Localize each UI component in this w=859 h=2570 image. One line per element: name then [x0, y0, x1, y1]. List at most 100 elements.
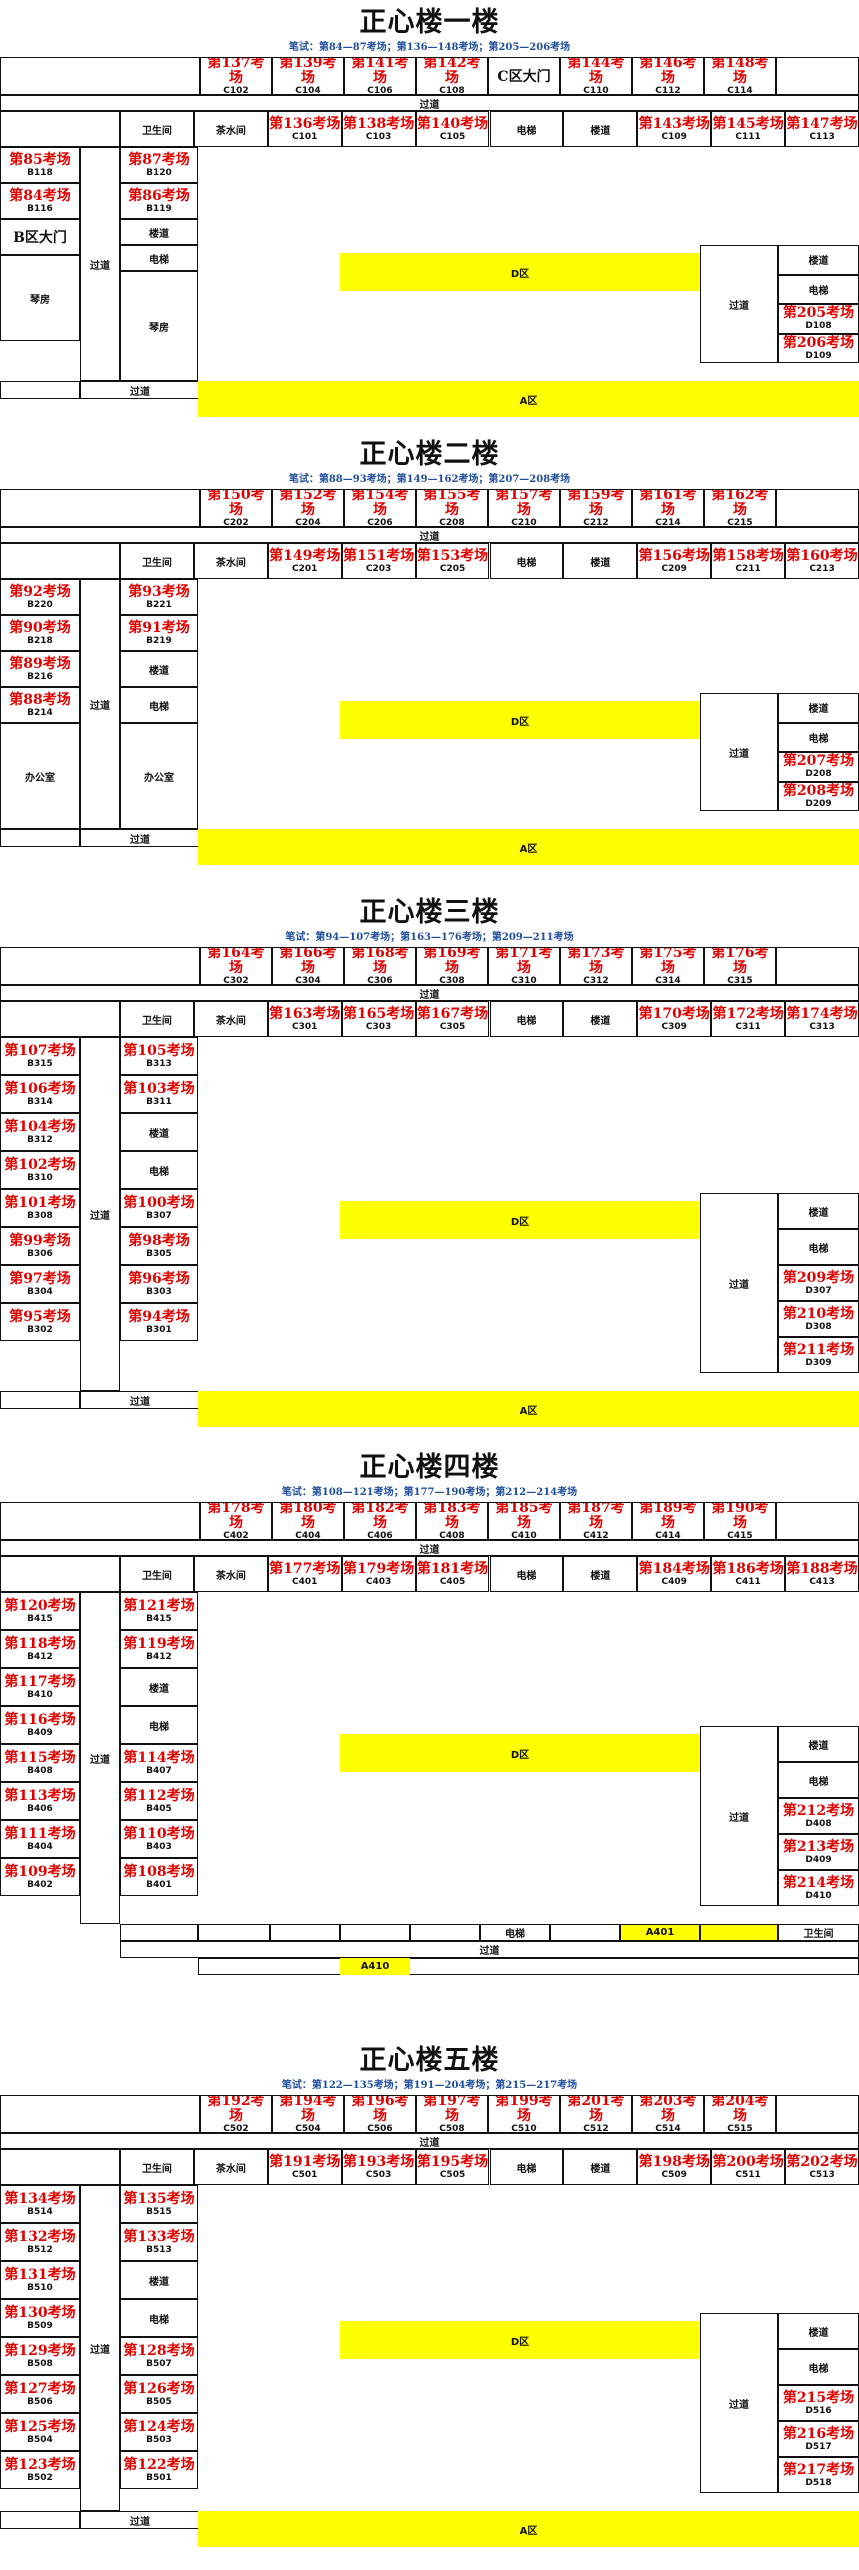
room-code: C412 — [583, 1531, 609, 1540]
room-code: C511 — [735, 2169, 761, 2180]
room-code: B403 — [146, 1841, 172, 1852]
floor-4: 正心楼四楼笔试：第108—121考场；第177—190考场；第212—214考场… — [0, 1445, 859, 2025]
room-code: C413 — [809, 1576, 835, 1587]
floor-subtitle: 笔试：第94—107考场；第163—176考场；第209—211考场 — [285, 932, 574, 943]
room-code: B503 — [146, 2434, 172, 2445]
room-number: 第209考场 — [782, 1269, 855, 1286]
room-number: 第202考场 — [786, 2153, 858, 2170]
gate-label: C区大门 — [497, 69, 551, 85]
facility: 楼道 — [563, 2149, 638, 2185]
room-code: C212 — [583, 518, 609, 527]
cell — [776, 947, 859, 985]
room-number: 第156考场 — [638, 547, 710, 564]
facility: 茶水间 — [193, 2149, 268, 2185]
room-number: 第142考场 — [423, 57, 481, 86]
room-code: D409 — [805, 1854, 832, 1865]
room-number: 第174考场 — [786, 1005, 858, 1022]
room-number: 第115考场 — [4, 1749, 76, 1766]
room-code: C405 — [439, 1576, 466, 1587]
facility-label: 楼道 — [808, 1207, 829, 1219]
room-number: 第171考场 — [495, 947, 553, 976]
room-number: 第100考场 — [123, 1194, 195, 1211]
facility-label: 电梯 — [516, 125, 537, 137]
facility: 电梯 — [120, 687, 198, 723]
room-number: 第126考场 — [123, 2380, 195, 2397]
room-code: C108 — [439, 86, 465, 95]
a-zone: A区 — [198, 381, 859, 417]
facility-label: 楼道 — [808, 1740, 829, 1752]
room-code: C411 — [735, 1576, 761, 1587]
room-number: 第109考场 — [4, 1863, 76, 1880]
room-code: C204 — [295, 518, 321, 527]
room-code: C104 — [295, 86, 321, 95]
d-zone-label: D区 — [510, 716, 530, 728]
room-number: 第167考场 — [416, 1005, 489, 1022]
room-number: 第85考场 — [9, 151, 71, 168]
room-code: B510 — [27, 2282, 53, 2293]
room-number: 第172考场 — [712, 1005, 784, 1022]
d-corridor: 过道 — [700, 1193, 778, 1373]
facility-label: 茶水间 — [215, 2163, 246, 2175]
room-number: 第107考场 — [4, 1042, 76, 1059]
room-code: B509 — [27, 2320, 53, 2331]
room-code: B404 — [27, 1841, 53, 1852]
room-number: 第91考场 — [128, 619, 190, 636]
corridor: 过道 — [0, 985, 859, 1001]
facility-label: 楼道 — [149, 1128, 169, 1140]
d-corridor-label: 过道 — [729, 748, 749, 760]
room-number: 第173考场 — [567, 947, 625, 976]
room-code: C415 — [727, 1531, 753, 1540]
room-number: 第151考场 — [343, 547, 415, 564]
facility-label: 电梯 — [808, 733, 829, 745]
room-number: 第203考场 — [639, 2095, 697, 2124]
room-code: C209 — [661, 563, 687, 574]
facility: 茶水间 — [193, 1556, 268, 1592]
room-code: C502 — [223, 2124, 249, 2133]
a-zone-label: A区 — [519, 2525, 538, 2537]
room-code: D410 — [805, 1890, 832, 1901]
facility: 电梯 — [778, 274, 859, 304]
b-corridor-label: 过道 — [90, 700, 110, 712]
room-code: C504 — [295, 2124, 321, 2133]
room-code: B415 — [146, 1613, 172, 1624]
floor-subtitle: 笔试：第122—135考场；第191—204考场；第215—217考场 — [281, 2080, 578, 2091]
room-number: 第184考场 — [638, 1560, 710, 1577]
room-number: 第158考场 — [712, 547, 784, 564]
facility: 电梯 — [778, 1229, 859, 1265]
room-number: 第145考场 — [712, 115, 784, 132]
b-corridor-label: 过道 — [90, 260, 110, 272]
b-corridor-label: 过道 — [90, 1754, 110, 1766]
room-number: 第201考场 — [567, 2095, 625, 2124]
room-code: C102 — [223, 86, 249, 95]
facility: 楼道 — [563, 111, 638, 147]
room-number: 第144考场 — [567, 57, 625, 86]
room-code: C113 — [809, 131, 835, 142]
room-code: B220 — [27, 599, 53, 610]
